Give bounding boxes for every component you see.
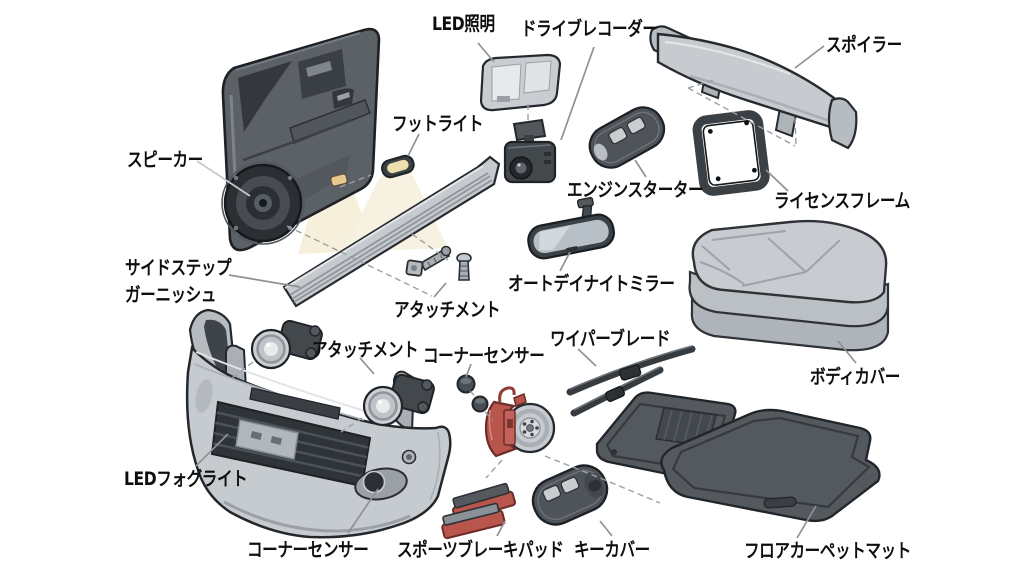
door-trim-panel — [221, 27, 381, 252]
engine-starter-fob — [588, 106, 666, 169]
brake-disc-caliper — [484, 386, 556, 458]
sports-brake-pads — [441, 482, 517, 540]
label-drive-recorder: ドライブレコーダー — [521, 18, 658, 40]
side-step-garnish — [282, 155, 501, 308]
led-dome-light — [479, 53, 562, 112]
led-fog-light-unit-1 — [250, 319, 323, 370]
door-speaker — [221, 161, 305, 245]
label-body-cover: ボディカバー — [810, 366, 900, 388]
label-wiper-blade: ワイパーブレード — [550, 328, 671, 350]
assembly-dashed-guides — [231, 79, 797, 504]
corner-sensors-upper — [456, 374, 489, 413]
label-corner-sensor-lower: コーナーセンサー — [247, 539, 369, 561]
label-foot-light: フットライト — [392, 113, 484, 135]
label-attachment-screws: アタッチメント — [394, 299, 501, 321]
rear-spoiler — [649, 25, 858, 150]
drive-recorder — [503, 118, 557, 184]
floor-mat-rear — [660, 408, 881, 523]
label-license-frame: ライセンスフレーム — [774, 190, 910, 212]
label-auto-daynight-mirror: オートデイナイトミラー — [508, 273, 675, 295]
label-spoiler: スポイラー — [826, 34, 902, 56]
label-floor-carpet-mat: フロアカーペットマット — [744, 540, 911, 562]
wiper-blades — [566, 345, 696, 417]
label-attachment-fog: アタッチメント — [312, 339, 419, 361]
license-plate-frame — [692, 110, 770, 196]
label-speaker: スピーカー — [127, 149, 203, 171]
led-fog-light-unit-2 — [362, 373, 435, 427]
label-led-lighting: LED照明 — [432, 13, 495, 35]
foot-light — [381, 154, 415, 179]
label-engine-starter: エンジンスターター — [567, 179, 704, 201]
label-leader-lines — [195, 42, 857, 539]
label-led-fog-light: LEDフォグライト — [124, 468, 248, 490]
label-key-cover: キーカバー — [574, 539, 650, 561]
front-bumper — [185, 308, 452, 539]
door-courtesy-lamp — [329, 173, 349, 187]
auto-daynight-mirror — [527, 196, 615, 260]
attachment-screws — [405, 245, 472, 281]
label-side-step-line2: ガーニッシュ — [125, 283, 217, 306]
label-side-step-line1: サイドステップ — [125, 257, 232, 279]
body-cover — [688, 219, 890, 352]
label-sports-brake-pad: スポーツブレーキパッド — [397, 539, 564, 561]
label-side-step-garnish: サイドステップ ガーニッシュ — [125, 255, 232, 308]
label-corner-sensor-upper: コーナーセンサー — [423, 345, 545, 367]
key-cover-fob — [531, 464, 609, 526]
